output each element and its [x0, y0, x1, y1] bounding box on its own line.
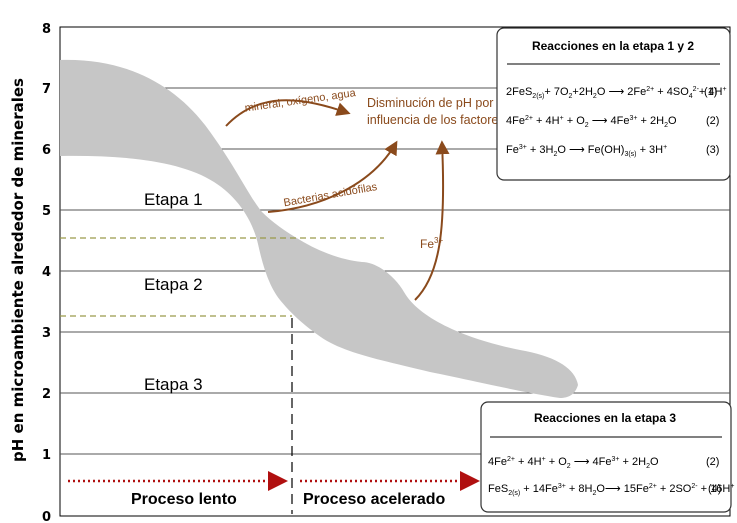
reactions-box-1-frame	[496, 27, 731, 181]
factors-arrow	[225, 99, 351, 127]
reaction-1: 2FeS2(s)+ 7O2+2H2O ⟶ 2Fe2+ + 4SO42-+ 4H+	[506, 86, 727, 100]
stage-3-label: Etapa 3	[144, 375, 203, 394]
y-tick-3: 3	[42, 326, 51, 341]
reaction-3-number: (3)	[706, 144, 719, 156]
fast-process-label: Proceso acelerado	[303, 491, 446, 508]
bacteria-label: Bacterias acidófilas	[283, 181, 379, 209]
reactions-box-1-title: Reacciones en la etapa 1 y 2	[532, 39, 694, 53]
reactions-box-stage-1-2: Reacciones en la etapa 1 y 2 2FeS2(s)+ 7…	[496, 27, 731, 181]
reaction-1-number: (1)	[704, 86, 717, 98]
y-tick-8: 8	[42, 22, 51, 37]
y-axis-label: pH en microambiente alrededor de mineral…	[9, 78, 27, 462]
reaction-4-number: (4)	[708, 483, 721, 495]
ph-drop-label-line2: influencia de los factores	[367, 113, 505, 127]
bacteria-arrow	[267, 140, 398, 213]
reactions-box-stage-3: Reacciones en la etapa 3 4Fe2+ + 4H+ + O…	[480, 401, 734, 513]
y-tick-6: 6	[42, 143, 51, 158]
reaction-2: 4Fe2+ + 4H+ + O2 ⟶ 4Fe3+ + 2H2O	[506, 115, 677, 129]
y-tick-2: 2	[42, 387, 51, 402]
reactions-box-2-title: Reacciones en la etapa 3	[534, 411, 676, 425]
reaction-2-number: (2)	[706, 115, 719, 127]
reaction-stage3-2-number: (2)	[706, 456, 719, 468]
fe3-arrow	[414, 140, 450, 301]
reaction-3: Fe3+ + 3H2O ⟶ Fe(OH)3(s) + 3H+	[506, 144, 667, 158]
ph-band	[60, 59, 578, 398]
slow-process-label: Proceso lento	[131, 491, 237, 508]
y-tick-0: 0	[42, 510, 51, 523]
y-tick-5: 5	[42, 204, 51, 219]
y-ticks: 8 7 6 5 4 3 2 1 0	[42, 22, 51, 523]
y-tick-4: 4	[42, 265, 51, 280]
reactions-box-2-frame	[480, 401, 732, 513]
y-tick-1: 1	[42, 448, 51, 463]
stage-2-label: Etapa 2	[144, 275, 203, 294]
stage-1-label: Etapa 1	[144, 190, 203, 209]
reaction-4: FeS2(s) + 14Fe3+ + 8H2O⟶ 15Fe2+ + 2SO2- …	[488, 483, 734, 497]
fe3-label: Fe3+	[420, 236, 443, 251]
y-tick-7: 7	[42, 82, 51, 97]
ph-drop-label-line1: Disminución de pH por	[367, 96, 493, 110]
